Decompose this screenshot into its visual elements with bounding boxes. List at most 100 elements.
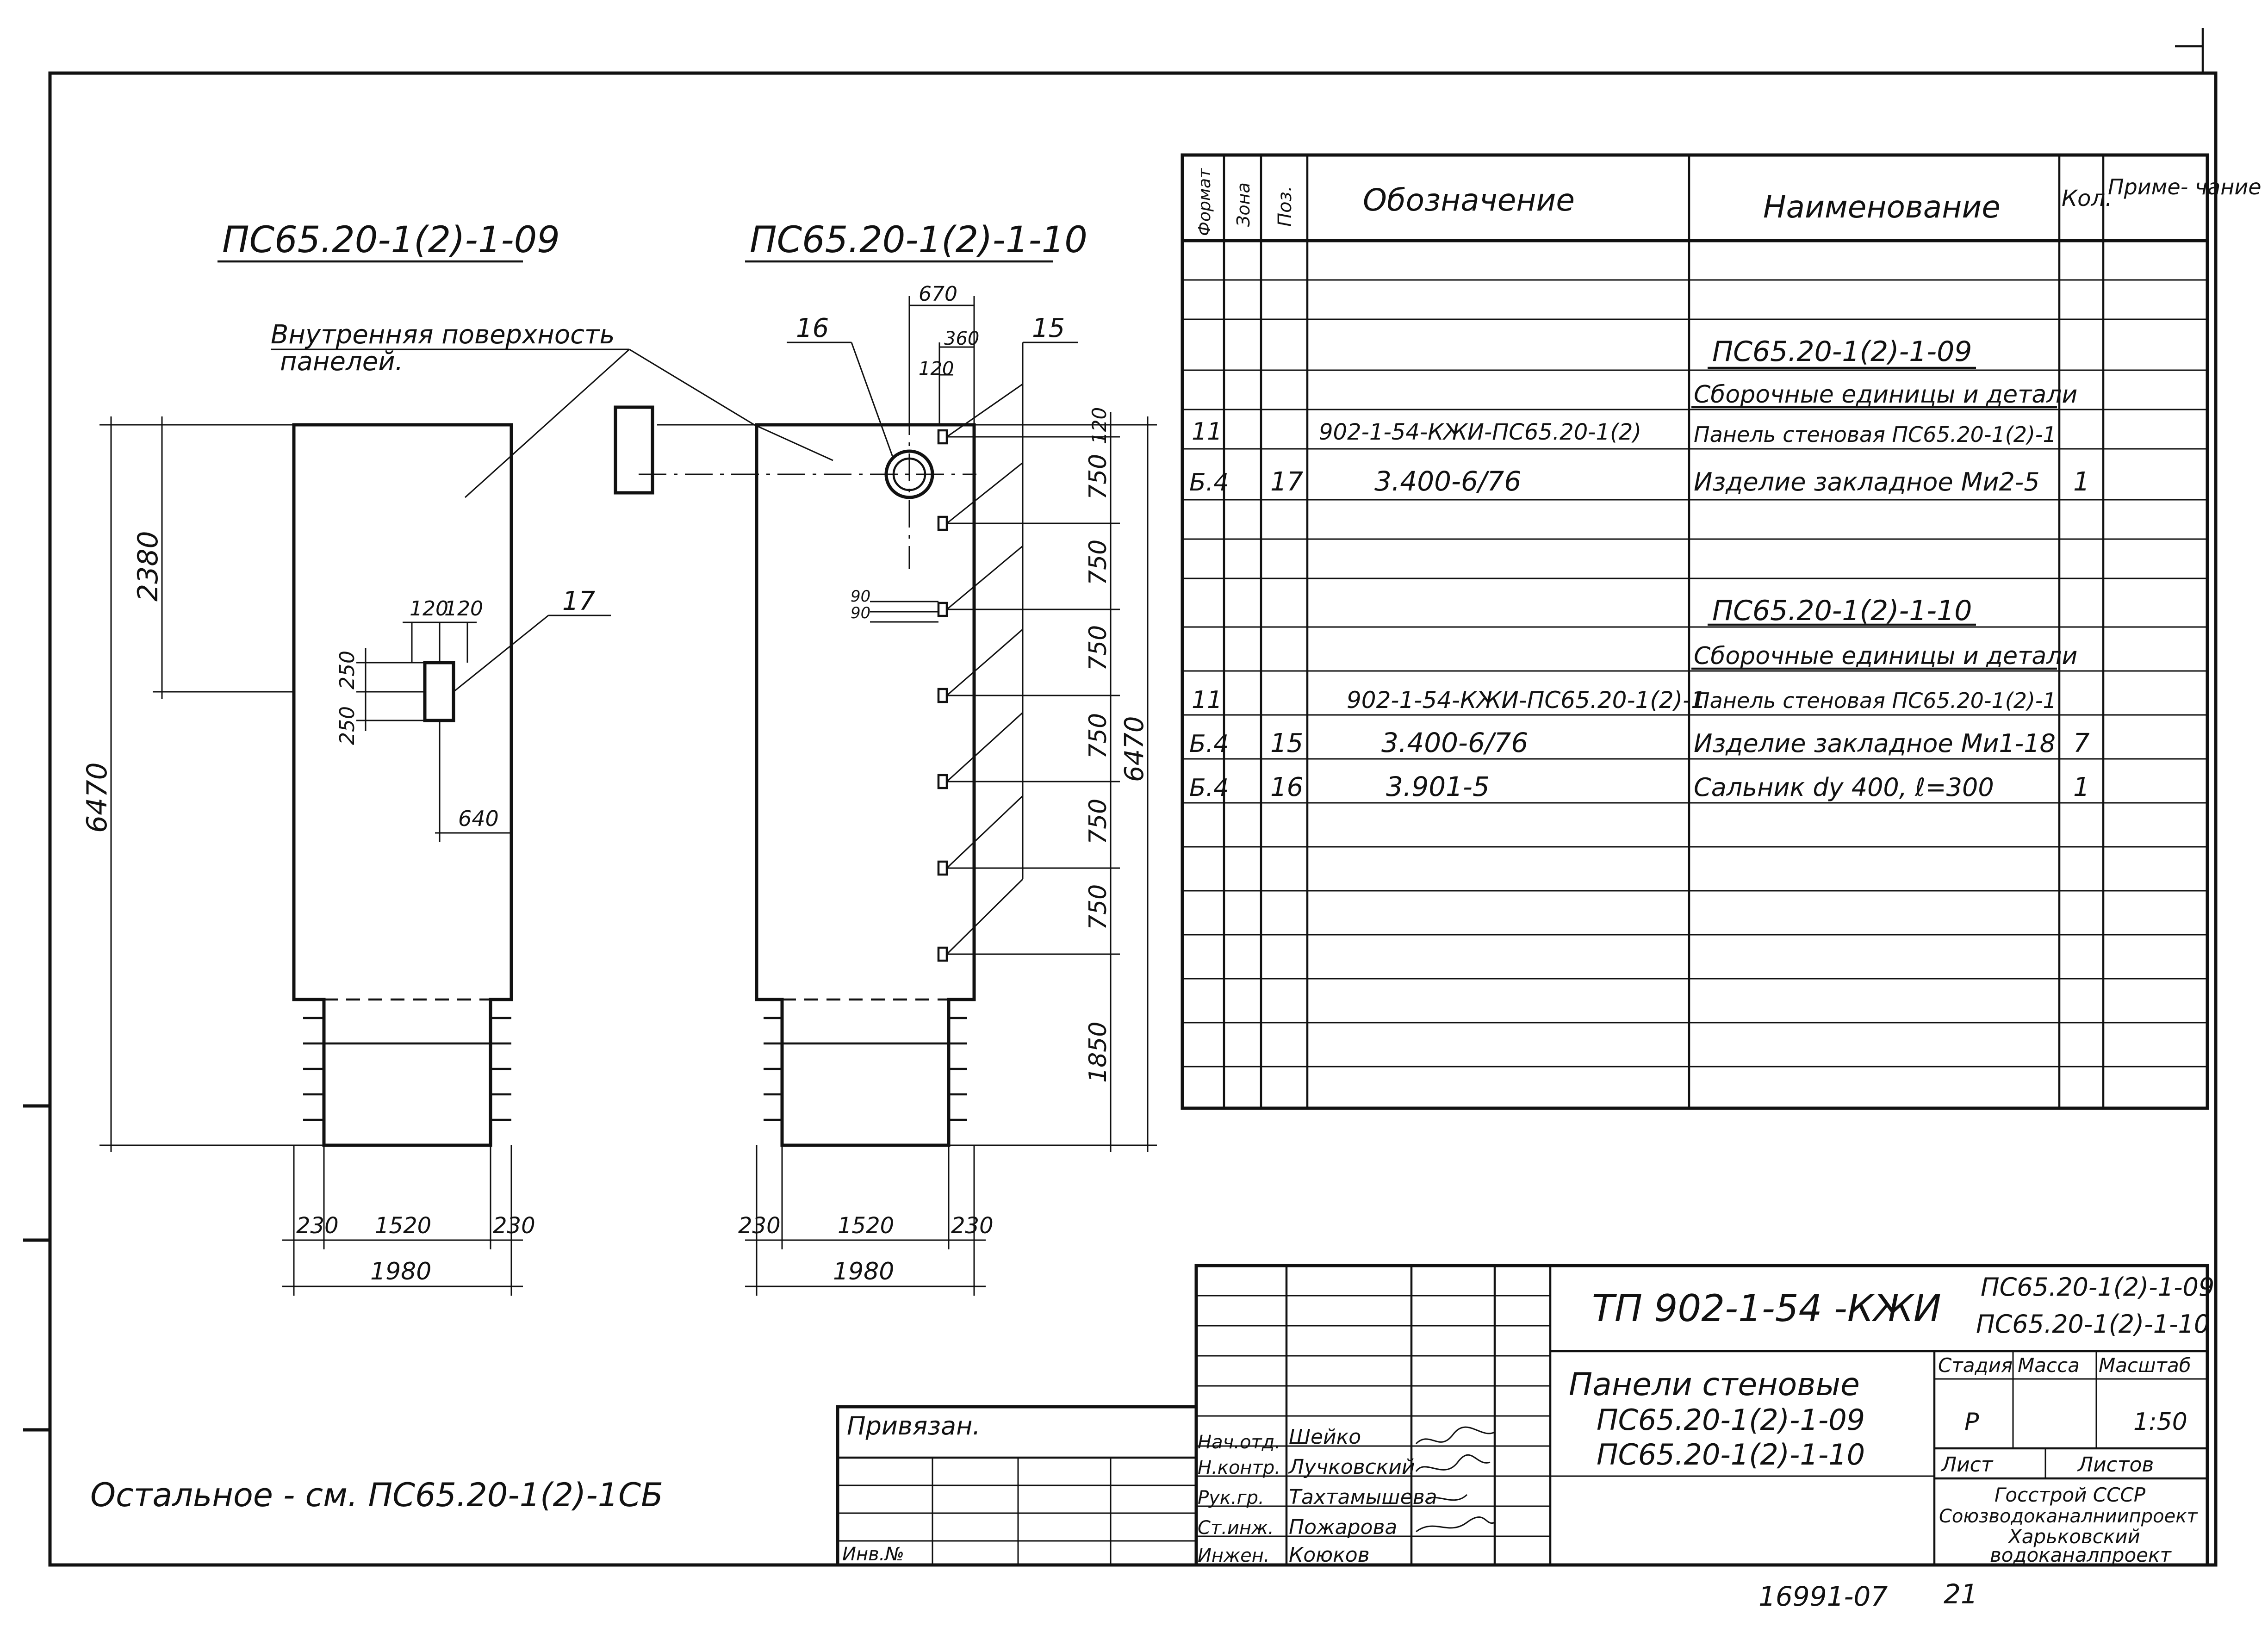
dim-pitch-6: 750 [1084,884,1112,930]
callout-15: 15 [1032,313,1065,343]
dim-top-120: 120 [919,358,954,379]
callout-17: 17 [562,586,596,616]
spec-row-5-name: Сборочные единицы и детали [1694,642,2077,670]
spec-row-8-qty: 1 [2073,772,2090,802]
dim-top-360: 360 [944,328,979,349]
dim-pitch-4: 750 [1084,713,1112,759]
dim-gap-b: 90 [851,604,870,622]
spec-row-3-designation: 3.400-6/76 [1374,466,1521,497]
org-line-1: Госстрой СССР [1995,1484,2146,1506]
dim-bottom-total-1980: 1980 [370,1258,431,1285]
title-code: ТП 902-1-54 -КЖИ [1592,1287,1941,1330]
dim-h-b: 250 [336,706,359,745]
embedded-items-15 [937,341,1078,962]
spec-table: Формат Зона Поз. Обозначение Наименовани… [1181,153,2262,1110]
title-block: ТП 902-1-54 -КЖИ ПС65.20-1(2)-1-09 ПС65.… [1194,1264,2214,1567]
dim-w-b: 120 [444,597,483,621]
dim-pitch-2: 750 [1084,540,1112,585]
spec-row-6-designation: 902-1-54-КЖИ-ПС65.20-1(2)-1 [1347,687,1706,714]
spec-header-name: Наименование [1763,189,2001,225]
spec-row-8-format: Б.4 [1189,774,1229,802]
title-code-sheet-2: ПС65.20-1(2)-1-10 [1976,1310,2210,1339]
spec-row-6-format: 11 [1192,686,1222,714]
spec-row-7-name: Изделие закладное Ми1-18 [1694,729,2056,758]
bottom-note: Остальное - см. ПС65.20-1(2)-1СБ [90,1476,663,1514]
callout-16: 16 [796,313,829,343]
dim-bottom-mid-1520: 1520 [375,1213,431,1239]
left-panel-body [292,423,513,1147]
stage-value: Р [1964,1408,1979,1436]
spec-row-2-name: Панель стеновая ПС65.20-1(2)-1 [1694,422,2057,447]
title-name-line3: ПС65.20-1(2)-1-10 [1597,1438,1865,1471]
spec-row-1-name: Сборочные единицы и детали [1694,381,2077,409]
archive-number: 16991-07 [1758,1581,1888,1612]
spec-header-qty: Кол. [2062,186,2112,211]
staff-name-0: Шейко [1289,1425,1361,1449]
spec-row-7-format: Б.4 [1189,730,1229,758]
dim-gap-a: 90 [851,587,870,606]
dim-upper-2380: 2380 [132,531,164,602]
right-view: ПС65.20-1(2)-1-10 16 [614,219,1157,1296]
dim-w-a: 120 [410,597,448,621]
title-name-line1: Панели стеновые [1569,1366,1860,1403]
dim-r-bottom-mid-1520: 1520 [838,1213,894,1239]
left-view-note-line2: панелей. [280,347,403,377]
dim-first-120: 120 [1088,407,1111,444]
dim-h-a: 250 [336,651,359,689]
right-panel-rebar-ticks [764,1017,967,1121]
staff-role-2: Рук.гр. [1198,1487,1264,1509]
spec-row-3-qty: 1 [2073,467,2090,497]
dim-offset-640: 640 [458,806,499,831]
title-name-line2: ПС65.20-1(2)-1-09 [1597,1403,1865,1437]
dim-total-6470-right: 6470 [1119,716,1150,782]
spec-header-note: Приме- чание [2108,174,2262,199]
spec-row-0-name: ПС65.20-1(2)-1-09 [1712,335,1972,368]
org-line-3: Харьковский [2007,1525,2140,1548]
dim-r-bottom-right-230: 230 [951,1213,994,1239]
staff-name-2: Тахтамышева [1289,1485,1437,1509]
spec-row-6-name: Панель стеновая ПС65.20-1(2)-1 [1694,688,2057,713]
mass-label: Масса [2018,1354,2080,1377]
spec-row-3-pos: 17 [1270,467,1304,497]
spec-row-8-designation: 3.901-5 [1386,771,1490,802]
dim-top-670: 670 [919,282,957,306]
scale-value: 1:50 [2133,1408,2187,1436]
spec-header-designation: Обозначение [1363,182,1575,218]
dim-pitch-5: 750 [1084,799,1112,844]
left-view-note-line1: Внутренняя поверхность [271,320,615,350]
spec-row-4-name: ПС65.20-1(2)-1-10 [1712,595,1972,627]
staff-role-1: Н.контр. [1198,1457,1280,1478]
spec-row-7-designation: 3.400-6/76 [1381,727,1528,758]
right-panel-body [755,423,976,1147]
spec-row-lines [1182,279,2207,1068]
spec-header-zone: Зона [1233,182,1254,227]
dim-r-bottom-total-1980: 1980 [833,1258,894,1285]
org-line-2: Союзводоканалниипроект [1939,1506,2198,1527]
page-number: 21 [1944,1578,1978,1610]
signatures [1415,1426,1495,1533]
left-panel-rebar-ticks [303,1017,511,1121]
dim-tail-1850: 1850 [1084,1022,1112,1083]
spec-header-format: Формат [1195,168,1214,236]
spec-row-2-designation: 902-1-54-КЖИ-ПС65.20-1(2) [1319,419,1641,445]
org-line-4: водоканалпроект [1990,1544,2172,1566]
spec-row-2-format: 11 [1192,418,1222,446]
staff-role-0: Нач.отд. [1198,1432,1280,1453]
sheet-label: Лист [1940,1453,1994,1477]
staff-name-4: Коюков [1289,1543,1370,1567]
dim-pitch-1: 750 [1084,454,1112,500]
dim-bottom-left-230: 230 [296,1213,339,1239]
sheets-label: Листов [2077,1453,2154,1477]
bound-table: Привязан. Инв.№ [836,1405,1198,1567]
inv-label: Инв.№ [842,1544,904,1565]
bound-label: Привязан. [847,1411,981,1440]
left-view: ПС65.20-1(2)-1-09 Внутренняя поверхность… [81,219,630,1296]
spec-row-7-qty: 7 [2073,728,2090,758]
side-opening [614,405,654,495]
dim-bottom-right-230: 230 [493,1213,535,1239]
left-panel-outline [294,423,513,1000]
spec-row-3-format: Б.4 [1189,469,1229,497]
scale-label: Масштаб [2099,1354,2191,1377]
right-view-title: ПС65.20-1(2)-1-10 [750,219,1087,261]
